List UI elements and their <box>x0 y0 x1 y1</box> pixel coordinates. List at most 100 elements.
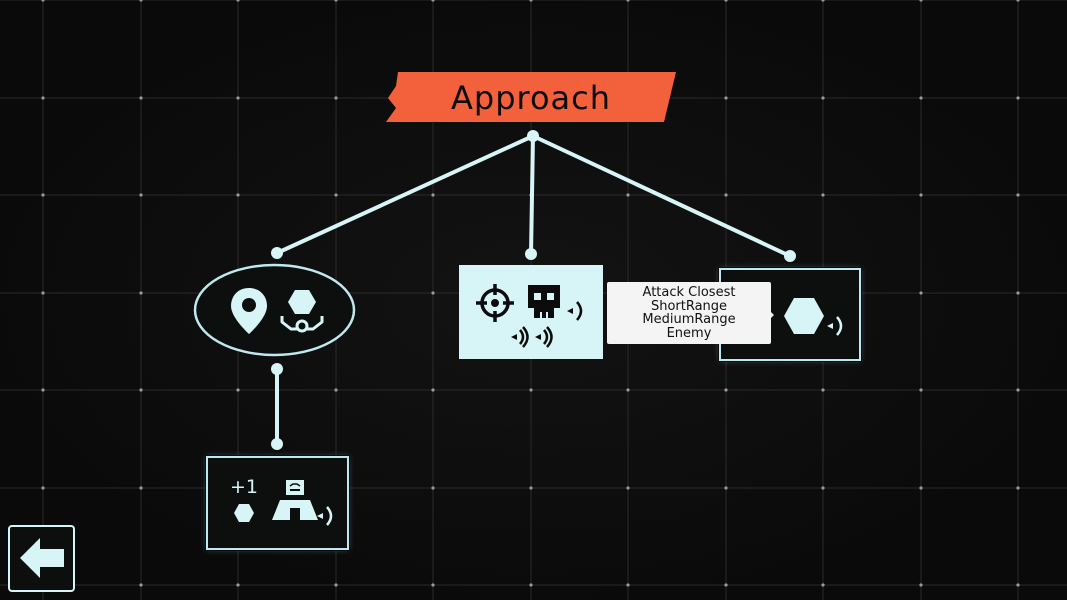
grid-dot <box>41 486 45 490</box>
signal-icon <box>827 316 843 336</box>
grid-dot <box>431 291 435 295</box>
back-arrow-icon <box>20 538 64 578</box>
tooltip-line: ShortRange <box>650 298 728 314</box>
grid-dot <box>626 0 630 2</box>
target-node-shape <box>193 263 356 357</box>
grid-dot <box>1016 291 1020 295</box>
connector-dot-bonus-top <box>271 438 283 450</box>
grid-dot <box>1016 486 1020 490</box>
skull-icon <box>528 285 560 318</box>
grid-dot <box>724 193 728 197</box>
connector-dot-middle <box>525 248 537 260</box>
grid-dot <box>334 0 338 2</box>
connector-dot-left <box>271 247 283 259</box>
grid-dot <box>139 486 143 490</box>
banner-shape <box>386 72 676 122</box>
tooltip-line: MediumRange <box>642 312 736 327</box>
grid-dot <box>431 193 435 197</box>
title-banner: Approach <box>386 72 676 122</box>
signal-icon <box>317 506 333 526</box>
grid-dot <box>529 583 533 587</box>
connector-dot-target-bottom <box>271 363 283 375</box>
grid-dot <box>334 193 338 197</box>
connector-dot-right <box>784 250 796 262</box>
tooltip-line: Attack Closest <box>642 285 736 300</box>
grid-dot <box>139 0 143 2</box>
grid-dot <box>919 388 923 392</box>
grid-dot <box>236 388 240 392</box>
grid-dot <box>236 583 240 587</box>
grid-dot <box>41 193 45 197</box>
grid-dot <box>821 583 825 587</box>
grid-dot <box>431 583 435 587</box>
grid-dot <box>529 486 533 490</box>
hexagon-small-icon <box>234 504 254 522</box>
location-pin-icon <box>231 288 267 334</box>
signal-medium-icon <box>535 326 553 348</box>
hexagon-icon <box>784 298 824 334</box>
grid-dot <box>821 0 825 2</box>
signal-short-icon <box>511 326 529 348</box>
selector-node[interactable] <box>459 265 603 359</box>
grid-dot <box>41 291 45 295</box>
grid-dot <box>41 388 45 392</box>
grid-dot <box>724 96 728 100</box>
back-button[interactable] <box>8 525 75 592</box>
connector-dot-root <box>527 130 539 142</box>
grid-dot <box>139 583 143 587</box>
grid-dot <box>724 388 728 392</box>
grid-dot <box>919 0 923 2</box>
grid-dot <box>139 193 143 197</box>
grid-dot <box>431 0 435 2</box>
grid-dot <box>139 291 143 295</box>
connector-root-middle <box>529 134 535 256</box>
grid-dot <box>334 583 338 587</box>
grid-dot <box>1016 193 1020 197</box>
grid-dot <box>1016 583 1020 587</box>
grid-dot <box>919 486 923 490</box>
grid-dot <box>41 96 45 100</box>
grid-dot <box>236 193 240 197</box>
crosshair-icon <box>476 284 514 322</box>
tooltip-line: Enemy <box>666 325 712 341</box>
grid-dot <box>1016 388 1020 392</box>
turret-icon <box>272 480 318 520</box>
grid-dot <box>626 193 630 197</box>
grid-dot <box>139 96 143 100</box>
grid-dot <box>626 388 630 392</box>
grid-dot <box>1016 0 1020 2</box>
grid-dot <box>919 96 923 100</box>
grid-dot <box>821 388 825 392</box>
connector-root-left <box>275 134 535 255</box>
grid-dot <box>1016 96 1020 100</box>
grid-dot <box>139 388 143 392</box>
page-title: Approach <box>450 79 612 117</box>
grid-dot <box>724 583 728 587</box>
connector-root-right <box>531 134 792 258</box>
grid-dot <box>431 486 435 490</box>
target-node[interactable] <box>193 263 358 360</box>
grid-dot <box>431 388 435 392</box>
grid-dot <box>724 0 728 2</box>
grid-dot <box>236 96 240 100</box>
grid-dot <box>919 583 923 587</box>
hexagon-icon <box>288 290 316 314</box>
grid-dot <box>724 486 728 490</box>
grid-dot <box>41 0 45 2</box>
plus-one-label: +1 <box>230 476 259 498</box>
grid-dot <box>919 193 923 197</box>
grid-dot <box>529 0 533 2</box>
grid-dot <box>334 96 338 100</box>
signal-icon <box>567 301 583 321</box>
grid-dot <box>626 583 630 587</box>
grid-dot <box>821 193 825 197</box>
action-tooltip: Attack Closest ShortRange MediumRange En… <box>607 282 771 344</box>
grid-dot <box>334 388 338 392</box>
grid-dot <box>821 96 825 100</box>
grid-dot <box>919 291 923 295</box>
bonus-node[interactable]: +1 <box>206 456 349 550</box>
grid-dot <box>626 486 630 490</box>
grid-dot <box>529 388 533 392</box>
